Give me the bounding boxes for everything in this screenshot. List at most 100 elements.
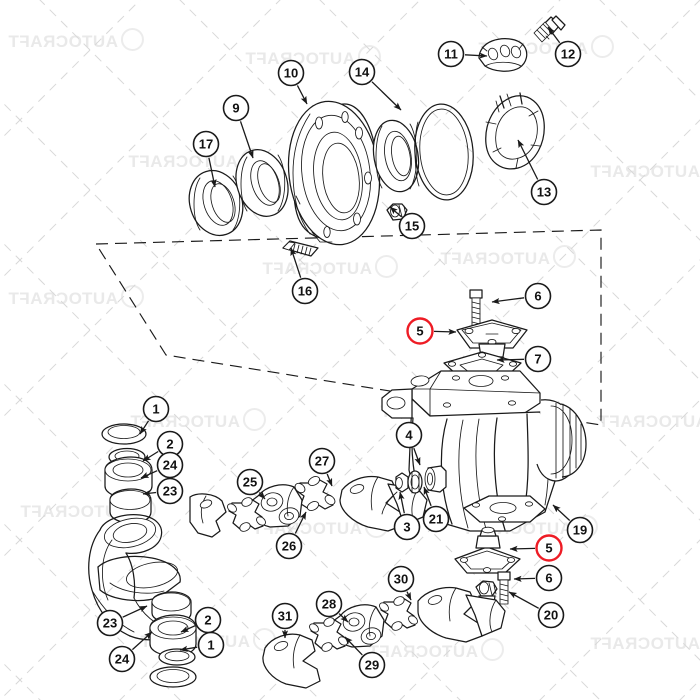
callout-2[interactable]: 2 <box>194 606 222 634</box>
callout-16[interactable]: 16 <box>291 277 319 305</box>
callout-28[interactable]: 28 <box>315 590 343 618</box>
part-6-cap-screw-lower <box>497 571 511 605</box>
part-9-bearing-race <box>235 149 289 217</box>
part-13-lock-nut-ring <box>485 92 545 170</box>
callout-circle-icon <box>530 178 558 206</box>
leader-line-5 <box>433 328 457 335</box>
callout-9[interactable]: 9 <box>222 94 250 122</box>
callout-5-highlighted[interactable]: 5 <box>406 317 434 345</box>
callout-number-label: 2 <box>166 437 173 452</box>
callout-number-label: 1 <box>207 638 214 653</box>
leader-line-2 <box>180 625 196 633</box>
leader-line-13 <box>517 139 539 180</box>
callout-circle-icon <box>535 564 563 592</box>
part-16-stud-bolt <box>282 240 319 257</box>
part-14-bearing-assembly <box>372 119 420 193</box>
callout-circle-icon <box>277 59 305 87</box>
callout-circle-icon <box>197 631 225 659</box>
callout-30[interactable]: 30 <box>387 565 415 593</box>
callout-31[interactable]: 31 <box>271 602 299 630</box>
callout-23[interactable]: 23 <box>96 609 124 637</box>
callout-circle-icon <box>291 277 319 305</box>
leader-line-1 <box>179 645 198 652</box>
callout-26[interactable]: 26 <box>275 532 303 560</box>
callout-10[interactable]: 10 <box>277 59 305 87</box>
callout-number-label: 19 <box>573 523 587 538</box>
callout-19[interactable]: 19 <box>566 516 594 544</box>
callout-number-label: 27 <box>315 454 329 469</box>
callout-6[interactable]: 6 <box>535 564 563 592</box>
part-30-yoke-fork <box>417 586 506 643</box>
callout-25[interactable]: 25 <box>236 468 264 496</box>
part-10-hub-flange <box>287 100 381 246</box>
callout-number-label: 20 <box>544 608 558 623</box>
callout-number-label: 17 <box>199 137 213 152</box>
leader-line-19 <box>552 504 571 521</box>
part-21-bushing-ring <box>407 470 423 494</box>
callout-23[interactable]: 23 <box>156 477 184 505</box>
callout-4[interactable]: 4 <box>395 421 423 449</box>
callout-number-label: 11 <box>444 47 458 62</box>
callout-circle-icon <box>395 421 423 449</box>
callout-circle-icon <box>348 58 376 86</box>
callout-6[interactable]: 6 <box>524 282 552 310</box>
axle-yoke-fragment-left <box>189 493 227 538</box>
leader-line-24 <box>131 631 153 651</box>
callout-13[interactable]: 13 <box>530 178 558 206</box>
callout-circle-icon <box>96 609 124 637</box>
leader-line-20 <box>508 591 540 609</box>
callout-5-highlighted[interactable]: 5 <box>535 534 563 562</box>
callout-24[interactable]: 24 <box>156 451 184 479</box>
callout-circle-icon <box>192 130 220 158</box>
callout-29[interactable]: 29 <box>358 651 386 679</box>
callout-number-label: 29 <box>365 658 379 673</box>
callout-circle-icon <box>315 590 343 618</box>
part-11-lock-plate <box>478 38 528 72</box>
callout-circle-icon <box>437 40 465 68</box>
callout-number-label: 5 <box>545 541 552 556</box>
callout-number-label: 26 <box>282 539 296 554</box>
leader-line-6 <box>513 575 536 582</box>
callout-number-label: 24 <box>115 652 130 667</box>
part-29-spider-cross-lower-left <box>309 617 348 652</box>
callout-12[interactable]: 12 <box>554 40 582 68</box>
leader-line-7 <box>496 356 525 363</box>
assembly-group-boundary <box>94 229 602 426</box>
callout-17[interactable]: 17 <box>192 130 220 158</box>
leader-line-15 <box>389 206 402 218</box>
callout-24[interactable]: 24 <box>108 645 136 673</box>
leader-line-4 <box>413 447 421 466</box>
callout-circle-icon <box>393 513 421 541</box>
callout-3[interactable]: 3 <box>393 513 421 541</box>
callout-number-label: 25 <box>243 475 257 490</box>
leader-line-17 <box>208 157 217 188</box>
callout-number-label: 6 <box>545 571 552 586</box>
callout-number-label: 31 <box>278 609 292 624</box>
callout-circle-icon <box>524 282 552 310</box>
callout-14[interactable]: 14 <box>348 58 376 86</box>
callout-circle-icon <box>142 395 170 423</box>
leader-line-6 <box>491 297 525 305</box>
leader-line-26 <box>294 511 307 534</box>
callout-number-label: 14 <box>355 65 370 80</box>
callout-1[interactable]: 1 <box>197 631 225 659</box>
callout-20[interactable]: 20 <box>537 601 565 629</box>
callout-number-label: 10 <box>284 66 298 81</box>
callout-21[interactable]: 21 <box>422 505 450 533</box>
callout-circle-icon <box>236 468 264 496</box>
callout-number-label: 15 <box>405 219 419 234</box>
callout-circle-icon <box>358 651 386 679</box>
callout-circle-icon <box>406 317 434 345</box>
callout-circle-icon <box>271 602 299 630</box>
callout-circle-icon <box>422 505 450 533</box>
callout-number-label: 23 <box>163 484 177 499</box>
callout-11[interactable]: 11 <box>437 40 465 68</box>
callout-15[interactable]: 15 <box>398 212 426 240</box>
callout-7[interactable]: 7 <box>524 345 552 373</box>
callout-1[interactable]: 1 <box>142 395 170 423</box>
part-1-seal-ring-lower <box>149 666 197 688</box>
callout-27[interactable]: 27 <box>308 447 336 475</box>
callout-number-label: 16 <box>298 284 312 299</box>
